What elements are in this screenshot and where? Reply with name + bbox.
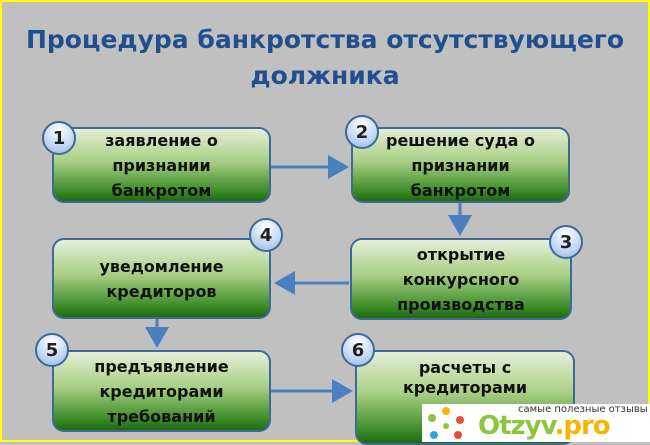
step-text: предъявление кредиторами требований bbox=[94, 356, 229, 426]
step-box-3: открытие конкурсного производства bbox=[350, 238, 572, 320]
step-box-6: расчеты с кредиторами bbox=[355, 350, 575, 445]
watermark-tagline: самые полезные отзывы bbox=[518, 404, 648, 415]
watermark: самые полезные отзывы Otzyv.pro bbox=[422, 404, 650, 442]
step-number-2: 2 bbox=[345, 115, 379, 149]
step-text: заявление о признании банкротом bbox=[105, 130, 218, 200]
step-box-5: предъявление кредиторами требований bbox=[52, 350, 271, 432]
step-box-4: уведомление кредиторов bbox=[52, 238, 271, 319]
watermark-logo: Otzyv.pro bbox=[478, 411, 611, 441]
step-text: решение суда о признании банкротом bbox=[385, 130, 536, 200]
step-number-6: 6 bbox=[341, 333, 375, 367]
title-line-2: должника bbox=[250, 61, 400, 90]
diagram-title: Процедура банкротства отсутствующего дол… bbox=[0, 22, 650, 94]
step-number-1: 1 bbox=[42, 121, 76, 155]
logo-text: Otzyv bbox=[478, 411, 555, 441]
step-number-4: 4 bbox=[249, 218, 283, 252]
step-text: расчеты с кредиторами bbox=[402, 358, 528, 397]
step-box-2: решение суда о признании банкротом bbox=[351, 127, 570, 203]
step-text: уведомление кредиторов bbox=[99, 256, 224, 301]
step-number-5: 5 bbox=[35, 333, 69, 367]
step-text: открытие конкурсного производства bbox=[397, 244, 525, 314]
logo-suffix: .pro bbox=[554, 411, 610, 441]
title-line-1: Процедура банкротства отсутствующего bbox=[25, 25, 625, 54]
step-number-3: 3 bbox=[549, 225, 583, 259]
step-box-1: заявление о признании банкротом bbox=[52, 127, 271, 203]
otzyv-logo-icon bbox=[428, 407, 464, 439]
